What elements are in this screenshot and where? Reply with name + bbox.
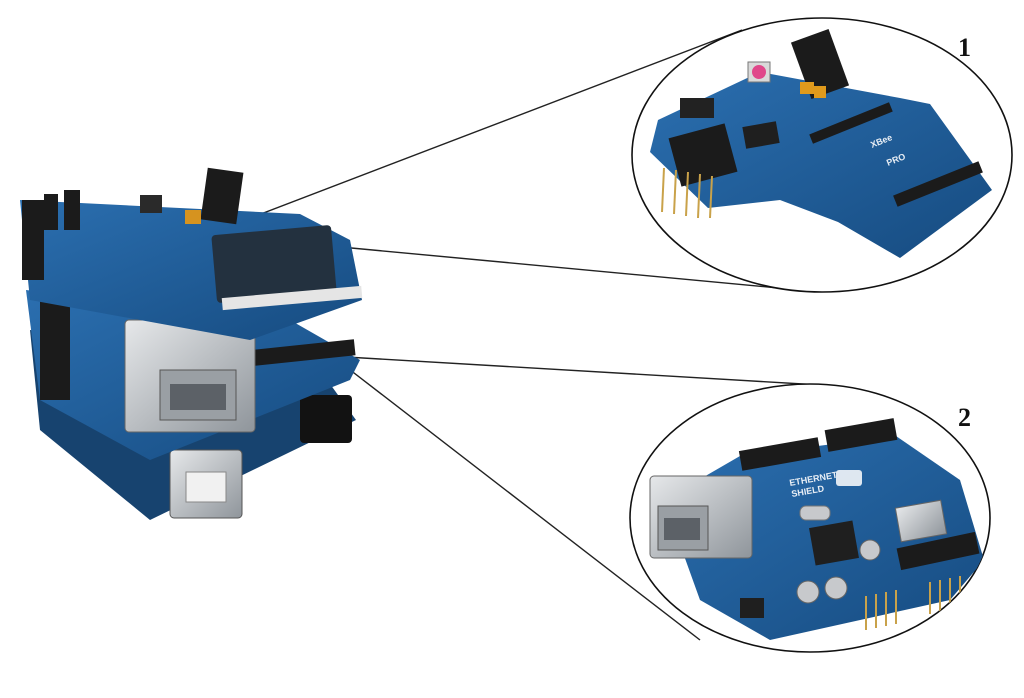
header-socket-top-left <box>738 437 822 471</box>
ethernet-controller-chip <box>809 520 859 566</box>
header-socket-top-right <box>824 418 898 452</box>
ethernet-shield-closeup: ETHERNET SHIELD <box>649 418 984 640</box>
leader-lines <box>197 29 821 641</box>
header-socket-top <box>790 28 850 100</box>
callout-number-2: 2 <box>958 403 971 432</box>
leader-line-2-top <box>345 356 821 386</box>
leader-line-1-bottom <box>329 245 801 291</box>
leader-line-1-top <box>197 29 743 239</box>
xbee-shield-closeup: XBee PRO <box>650 28 992 258</box>
callout-number-1: 1 <box>958 33 971 62</box>
xbee-module-in-stack <box>211 225 337 303</box>
leader-line-2-bottom <box>344 365 701 641</box>
reset-button-cap <box>752 65 766 79</box>
power-jack <box>300 395 352 443</box>
stacked-arduino-assembly <box>20 167 363 520</box>
microsd-slot <box>894 499 948 543</box>
xbee-shield-pcb <box>650 72 992 258</box>
header-socket-right <box>896 531 980 571</box>
header-pins-left <box>668 123 738 187</box>
